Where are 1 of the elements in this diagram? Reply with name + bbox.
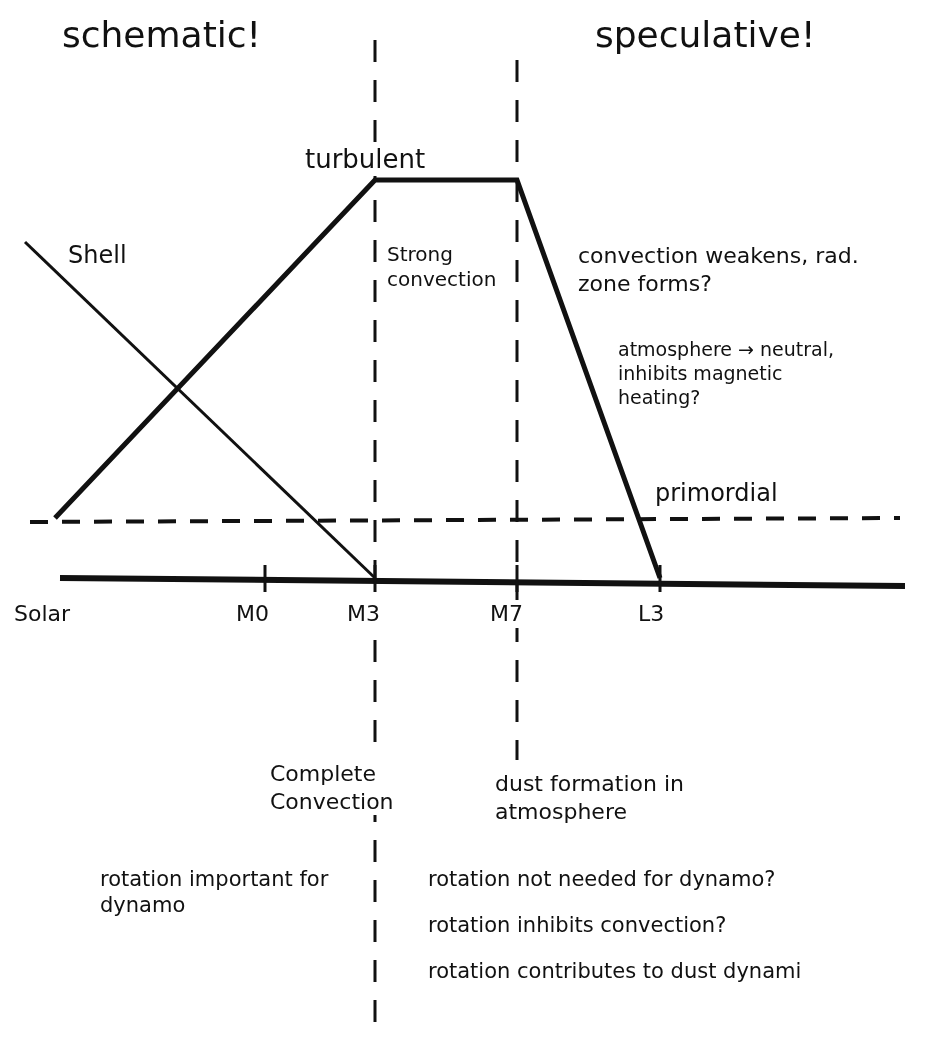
axis-label: M7 (490, 600, 523, 628)
